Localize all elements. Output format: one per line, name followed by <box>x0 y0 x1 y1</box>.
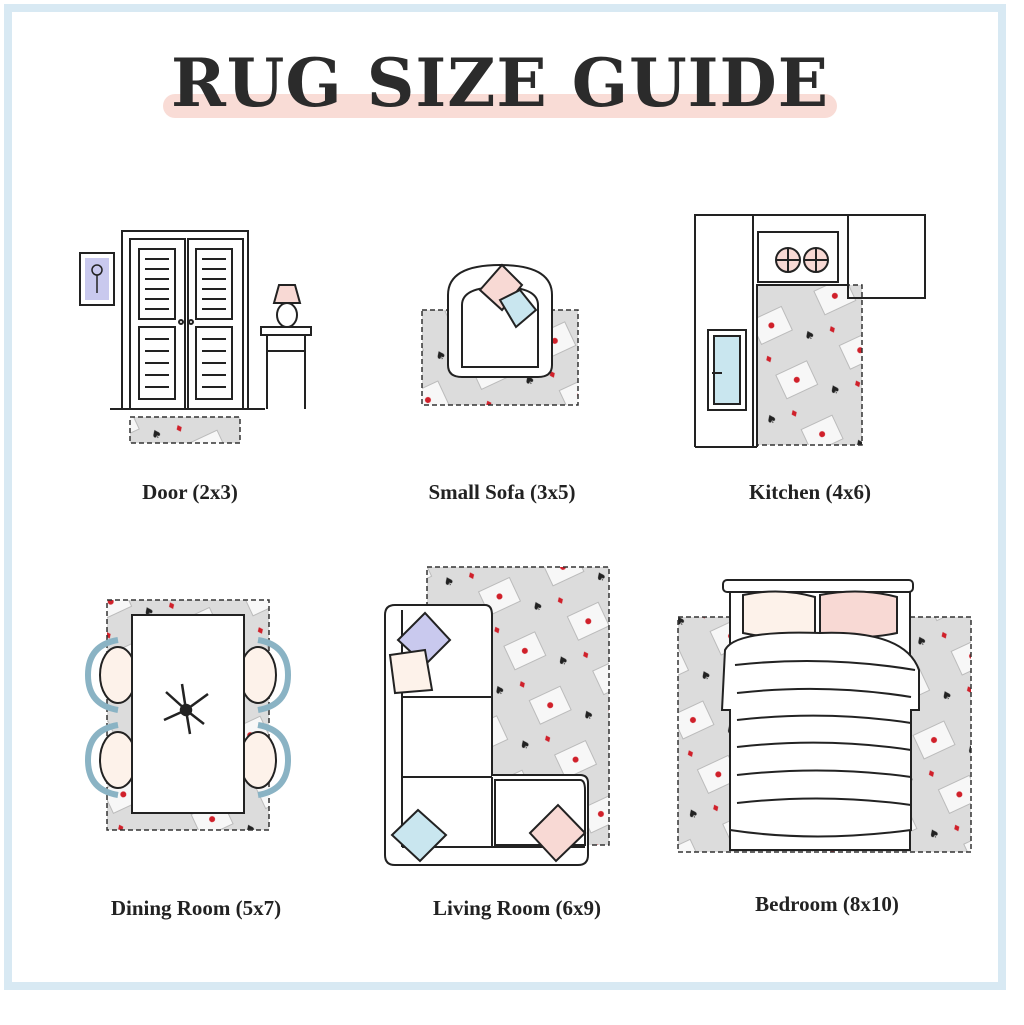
bedroom-scene <box>677 579 972 853</box>
wall-frame-icon <box>79 252 115 306</box>
bed-icon <box>720 579 920 851</box>
kitchen-icon <box>694 214 926 448</box>
lamp-table-icon <box>260 284 312 409</box>
door-rug <box>129 416 241 444</box>
kitchen-scene <box>694 214 926 448</box>
caption-dining-room: Dining Room (5x7) <box>110 896 282 920</box>
door-scene <box>79 230 312 444</box>
caption-living-room: Living Room (6x9) <box>433 896 601 920</box>
dining-table-icon <box>131 614 245 814</box>
armchair-icon <box>447 263 553 378</box>
kitchen-rug <box>756 284 863 446</box>
caption-kitchen: Kitchen (4x6) <box>749 480 871 504</box>
title-highlight <box>163 94 837 118</box>
door-icon <box>110 230 265 410</box>
sectional-sofa-icon <box>384 604 589 866</box>
page-title: RUG SIZE GUIDE <box>170 44 830 122</box>
caption-small-sofa: Small Sofa (3x5) <box>428 480 576 504</box>
living-scene <box>384 566 610 866</box>
caption-door: Door (2x3) <box>142 480 238 504</box>
dining-chairs-icon <box>84 637 292 798</box>
caption-bedroom: Bedroom (8x10) <box>755 892 899 916</box>
dining-scene <box>84 599 292 831</box>
small-sofa-scene <box>421 263 579 406</box>
